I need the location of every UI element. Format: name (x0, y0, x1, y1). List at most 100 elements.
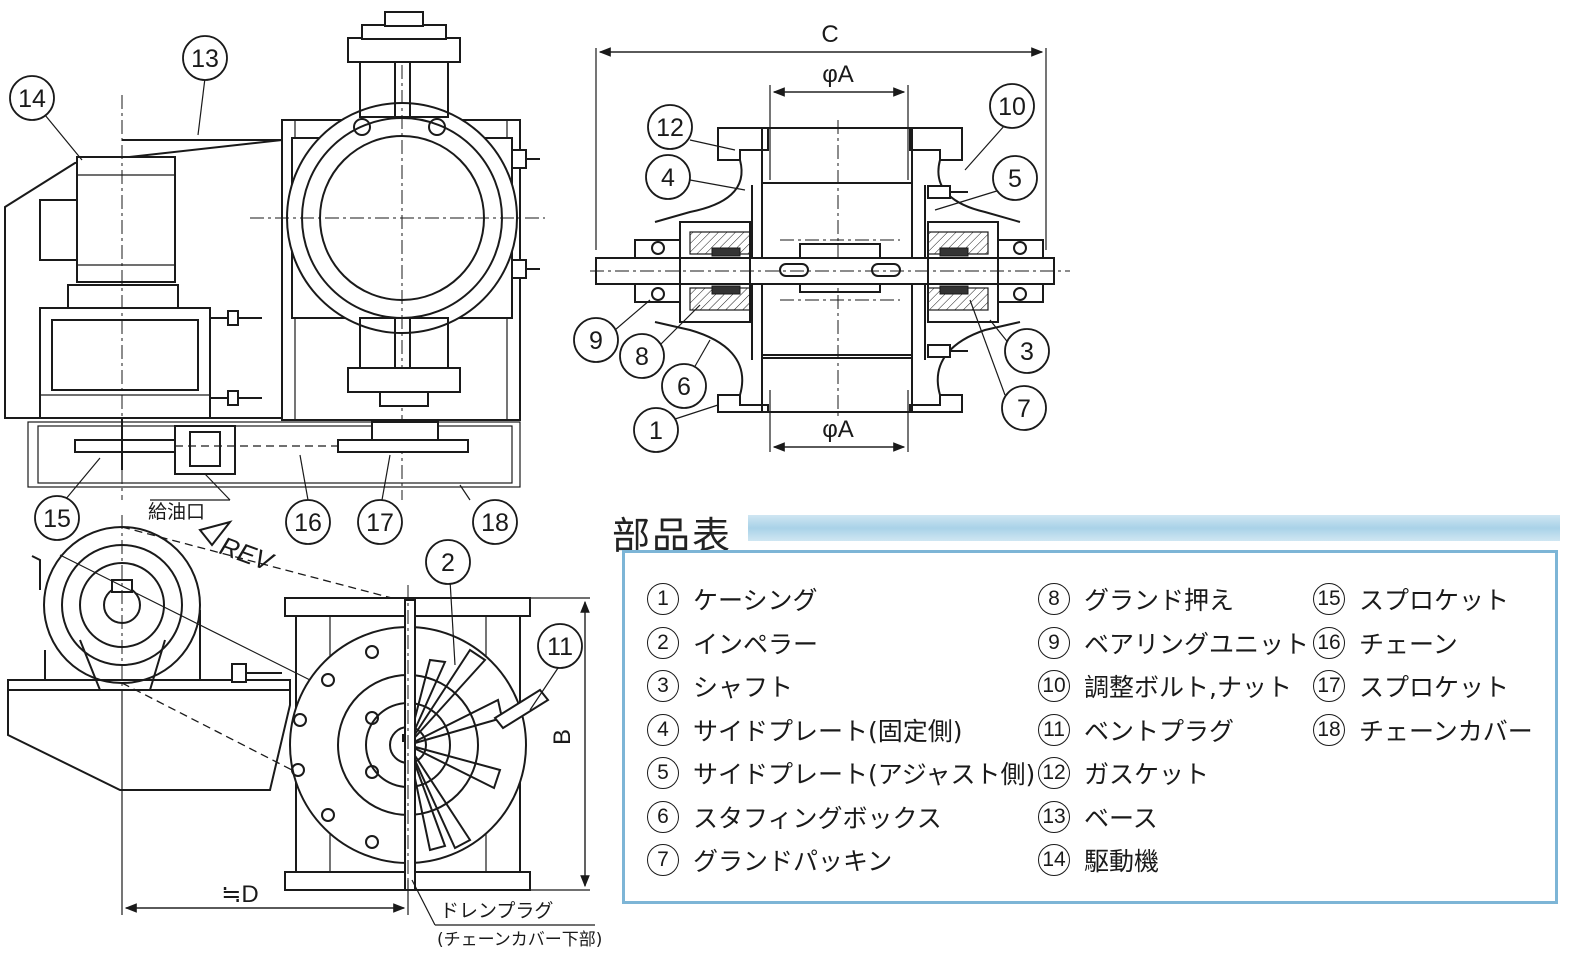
parts-row: 17 スプロケット (1313, 668, 1509, 704)
callout-7: 7 (1001, 385, 1047, 431)
parts-row: 12 ガスケット (1038, 755, 1209, 791)
svg-text:8: 8 (635, 343, 649, 371)
part-number: 15 (1313, 583, 1345, 615)
callout-13: 13 (182, 35, 228, 81)
part-number: 9 (1038, 626, 1070, 659)
callout-14: 14 (9, 75, 55, 121)
parts-row: 7 グランドパッキン (647, 842, 892, 878)
svg-text:14: 14 (18, 85, 46, 113)
callout-1: 1 (633, 407, 679, 453)
parts-row: 5 サイドプレート(アジャスト側) (647, 755, 1035, 791)
part-number: 13 (1038, 800, 1070, 833)
part-number: 17 (1313, 670, 1345, 702)
callout-10: 10 (989, 83, 1035, 129)
callout-6: 6 (661, 363, 707, 409)
part-name: ベアリングユニット (1084, 629, 1310, 659)
part-number: 2 (647, 626, 679, 659)
callout-4: 4 (645, 154, 691, 200)
part-name: スプロケット (1359, 673, 1510, 702)
leader-lines (44, 77, 1011, 711)
svg-text:2: 2 (441, 549, 455, 577)
svg-text:5: 5 (1008, 165, 1022, 193)
callout-15: 15 (34, 495, 80, 541)
part-name: スタフィングボックス (693, 803, 942, 833)
parts-row: 4 サイドプレート(固定側) (647, 712, 963, 748)
parts-row: 9 ベアリングユニット (1038, 625, 1309, 661)
parts-row: 6 スタフィングボックス (647, 799, 942, 835)
part-number: 1 (647, 583, 679, 615)
part-number: 8 (1038, 583, 1070, 615)
parts-row: 8 グランド押え (1038, 581, 1234, 617)
svg-text:6: 6 (677, 373, 691, 401)
part-number: 10 (1038, 670, 1070, 702)
part-number: 12 (1038, 757, 1070, 789)
part-name: サイドプレート(固定側) (693, 716, 963, 746)
part-name: ケーシング (693, 586, 818, 615)
drain-plug-note: (チェーンカバー下部) (437, 930, 602, 950)
svg-text:18: 18 (481, 509, 509, 537)
part-number: 7 (647, 844, 679, 876)
svg-text:9: 9 (589, 327, 603, 355)
section-view (590, 47, 1070, 452)
callout-18: 18 (472, 499, 518, 545)
callout-12: 12 (647, 104, 693, 150)
part-name: 調整ボルト,ナット (1084, 673, 1292, 702)
part-name: 駆動機 (1084, 847, 1160, 876)
part-name: ガスケット (1084, 760, 1210, 789)
part-name: ベース (1084, 803, 1158, 833)
parts-row: 3 シャフト (647, 668, 793, 704)
title-bar-decoration (748, 515, 1560, 541)
part-name: チェーン (1359, 629, 1458, 659)
svg-text:7: 7 (1017, 395, 1031, 423)
part-number: 18 (1313, 713, 1345, 746)
dim-d: ≒D (221, 881, 258, 908)
parts-row: 14 駆動機 (1038, 842, 1159, 878)
dim-phi-a-bottom: φA (822, 416, 854, 443)
part-number: 14 (1038, 844, 1070, 876)
drain-plug-label: ドレンプラグ (440, 900, 553, 922)
part-number: 5 (647, 757, 679, 789)
parts-row: 15 スプロケット (1313, 581, 1509, 617)
part-name: シャフト (693, 673, 794, 702)
callout-3: 3 (1004, 328, 1050, 374)
svg-text:1: 1 (649, 417, 663, 445)
parts-row: 16 チェーン (1313, 625, 1458, 661)
svg-text:4: 4 (661, 164, 675, 192)
part-number: 16 (1313, 626, 1345, 659)
callout-11: 11 (537, 623, 583, 669)
callout-17: 17 (357, 499, 403, 545)
part-number: 3 (647, 670, 679, 702)
parts-row: 18 チェーンカバー (1313, 712, 1533, 748)
dim-c: C (821, 21, 838, 48)
oil-inlet-label: 給油口 (148, 501, 205, 523)
callout-9: 9 (573, 317, 619, 363)
part-number: 6 (647, 800, 679, 833)
part-name: チェーンカバー (1359, 716, 1533, 746)
svg-text:13: 13 (191, 45, 219, 73)
part-name: スプロケット (1359, 586, 1510, 615)
svg-text:17: 17 (366, 509, 394, 537)
callout-2: 2 (425, 539, 471, 585)
callout-8: 8 (619, 333, 665, 379)
parts-row: 13 ベース (1038, 799, 1158, 835)
svg-text:16: 16 (294, 509, 322, 537)
side-view (7, 515, 595, 926)
svg-text:12: 12 (656, 114, 684, 142)
parts-row: 10 調整ボルト,ナット (1038, 668, 1292, 704)
part-name: グランド押え (1084, 586, 1235, 615)
rev-label: REV (216, 530, 279, 577)
part-number: 4 (647, 713, 679, 746)
part-name: グランドパッキン (693, 847, 893, 876)
svg-text:10: 10 (998, 93, 1026, 121)
parts-row: 1 ケーシング (647, 581, 818, 617)
dim-b: B (549, 729, 576, 745)
callout-5: 5 (992, 155, 1038, 201)
svg-text:15: 15 (43, 505, 71, 533)
part-name: サイドプレート(アジャスト側) (693, 760, 1036, 789)
svg-text:11: 11 (547, 633, 573, 661)
callout-16: 16 (285, 499, 331, 545)
